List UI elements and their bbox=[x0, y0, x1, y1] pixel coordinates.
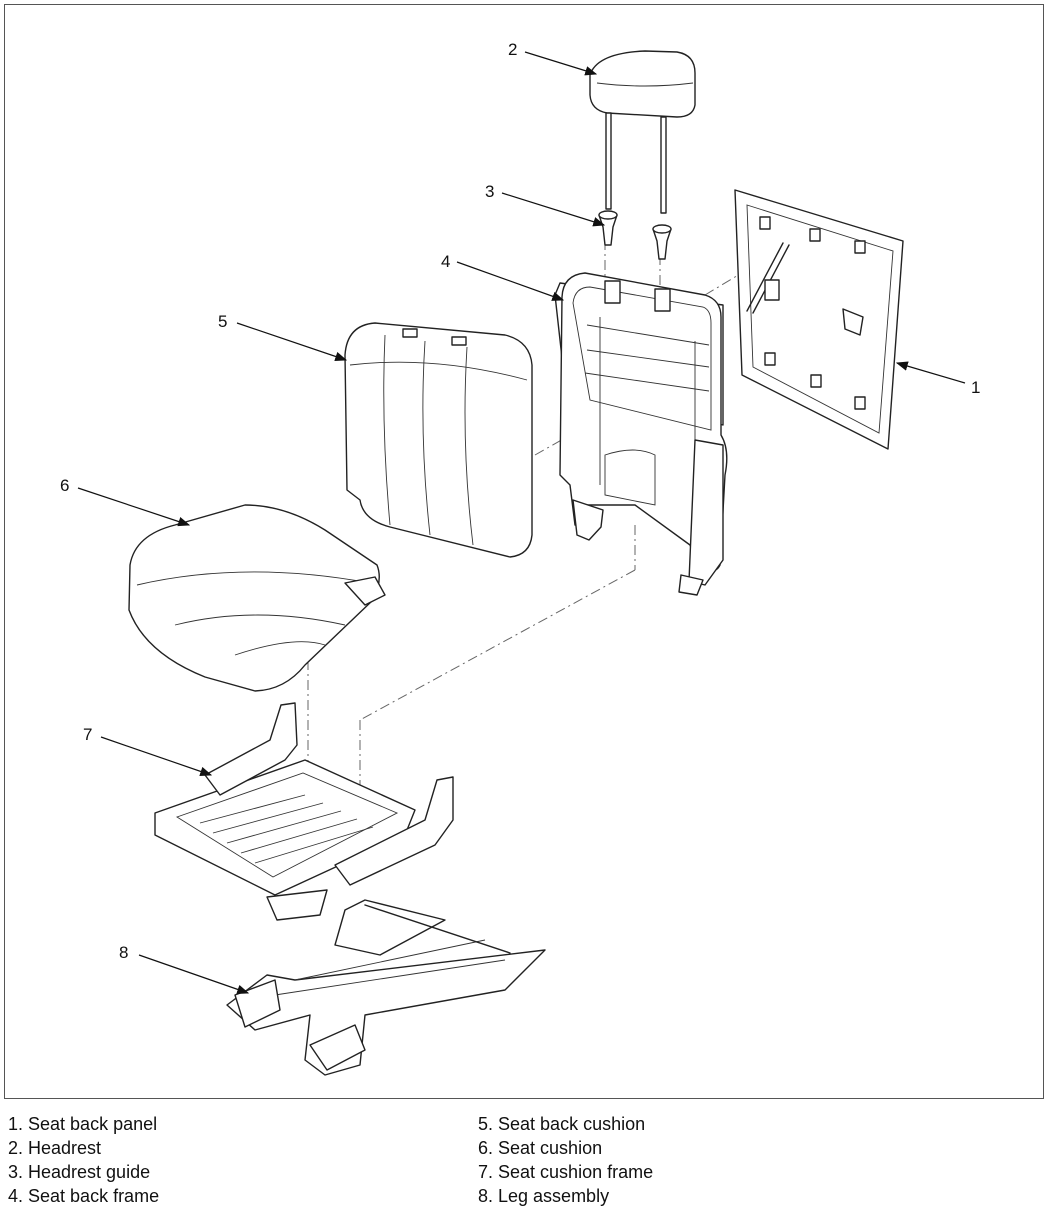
callout-1-label: 1 bbox=[971, 378, 980, 397]
callout-2: 2 bbox=[508, 40, 598, 76]
callout-6-label: 6 bbox=[60, 476, 69, 495]
legend-item: 7. Seat cushion frame bbox=[478, 1162, 654, 1182]
callout-5: 5 bbox=[218, 312, 348, 362]
callout-7-label: 7 bbox=[83, 725, 92, 744]
callout-1: 1 bbox=[895, 361, 980, 397]
legend-item: 4. Seat back frame bbox=[8, 1186, 160, 1206]
legend-column-right: 5. Seat back cushion 6. Seat cushion 7. … bbox=[478, 1112, 653, 1208]
diagram-frame: 1 2 3 4 5 6 7 8 bbox=[4, 4, 1044, 1099]
legend-item: 6. Seat cushion bbox=[478, 1138, 603, 1158]
seat-back-frame-part bbox=[554, 272, 728, 596]
callout-4-label: 4 bbox=[441, 252, 450, 271]
callout-8-label: 8 bbox=[119, 943, 128, 962]
callout-6: 6 bbox=[60, 476, 191, 527]
callout-8: 8 bbox=[119, 943, 250, 994]
legend-item: 5. Seat back cushion bbox=[478, 1114, 646, 1134]
callout-7: 7 bbox=[83, 725, 213, 777]
leg-assembly-part bbox=[226, 899, 546, 1076]
seat-back-panel-part bbox=[734, 189, 904, 450]
legend-column-left: 1. Seat back panel 2. Headrest 3. Headre… bbox=[8, 1112, 159, 1208]
seat-cushion-frame-part bbox=[154, 702, 454, 921]
legend-item: 3. Headrest guide bbox=[8, 1162, 151, 1182]
seat-cushion-part bbox=[128, 504, 386, 692]
legend-item: 1. Seat back panel bbox=[8, 1114, 158, 1134]
headrest-part bbox=[589, 50, 696, 214]
callout-5-label: 5 bbox=[218, 312, 227, 331]
parts-legend: 1. Seat back panel 2. Headrest 3. Headre… bbox=[8, 1112, 1048, 1212]
exploded-seat-diagram: 1 2 3 4 5 6 7 8 bbox=[60, 40, 980, 1076]
callout-4: 4 bbox=[441, 252, 565, 301]
callout-3-label: 3 bbox=[485, 182, 494, 201]
callout-3: 3 bbox=[485, 182, 606, 227]
legend-item: 2. Headrest bbox=[8, 1138, 102, 1158]
seat-back-cushion-part bbox=[344, 322, 533, 558]
headrest-guide-part bbox=[598, 210, 672, 260]
callout-2-label: 2 bbox=[508, 40, 517, 59]
legend-item: 8. Leg assembly bbox=[478, 1186, 610, 1206]
